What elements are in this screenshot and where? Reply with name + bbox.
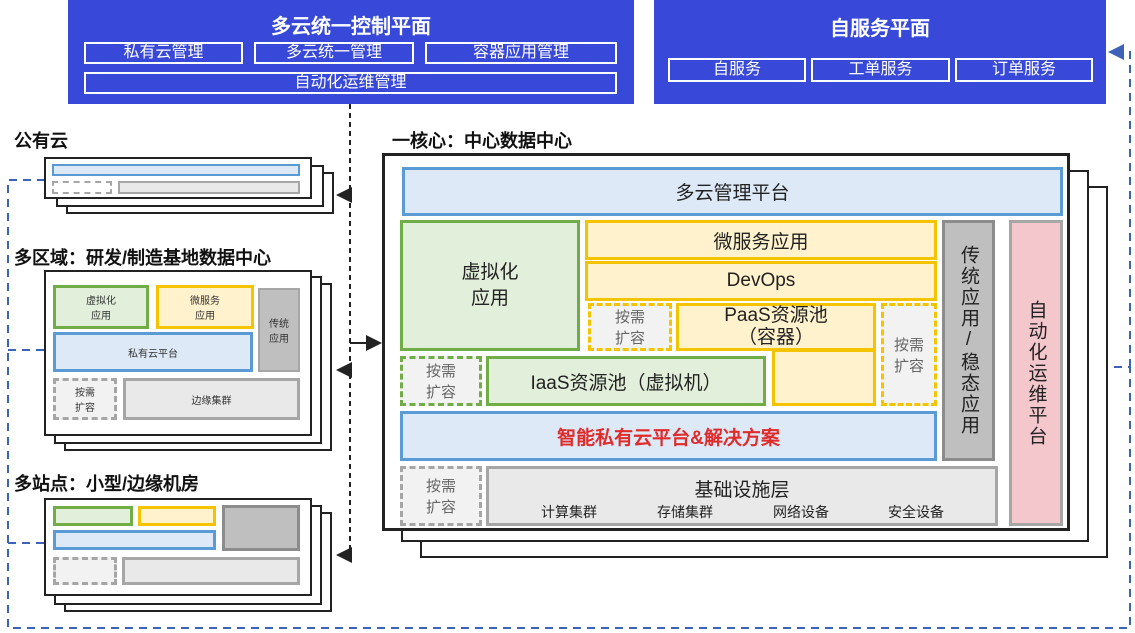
core-virtualization-label: 虚拟化 应用 [461, 261, 519, 309]
multi-site-stack [44, 498, 312, 596]
ms-grey-bar [122, 557, 300, 585]
public-cloud-stack [44, 157, 312, 199]
ms-blue-box [53, 530, 216, 550]
core-paas-lower-box [772, 349, 876, 406]
mr-scale-box: 按需 扩容 [53, 378, 117, 420]
core-scale-right-box: 按需 扩容 [881, 303, 937, 406]
core-frame: 多云管理平台 虚拟化 应用 微服务应用 DevOps 按需 扩容 PaaS资源池… [382, 153, 1070, 531]
core-scale-left-box: 按需 扩容 [588, 303, 672, 351]
mr-edge-cluster-box: 边缘集群 [123, 378, 300, 420]
core-label: 一核心：中心数据中心 [392, 131, 572, 151]
private-cloud-mgmt-button[interactable]: 私有云管理 [84, 42, 243, 64]
core-infra-storage: 存储集群 [657, 504, 713, 520]
mr-scale-label: 按需 扩容 [75, 388, 95, 414]
core-infra-box: 基础设施层 计算集群 存储集群 网络设备 安全设备 [486, 466, 998, 526]
mr-traditional-label: 传统 应用 [269, 319, 289, 345]
core-aiops-box: 自动化运维平台 [1009, 220, 1063, 526]
mr-private-cloud-box: 私有云平台 [53, 332, 253, 372]
core-devops-box: DevOps [585, 261, 937, 301]
core-smart-cloud-box: 智能私有云平台&解决方案 [400, 411, 937, 461]
core-infra-security: 安全设备 [888, 504, 944, 520]
core-virtualization-box: 虚拟化 应用 [400, 220, 580, 351]
core-paas-label: PaaS资源池 （容器） [724, 305, 828, 348]
core-paas-box: PaaS资源池 （容器） [676, 303, 876, 351]
core-scale-iaas-box: 按需 扩容 [400, 356, 482, 406]
order-service-button[interactable]: 订单服务 [955, 58, 1093, 82]
self-service-button[interactable]: 自服务 [668, 58, 806, 82]
self-service-panel: 自服务平面 自服务 工单服务 订单服务 [654, 0, 1106, 104]
ms-grey-box [222, 505, 300, 551]
core-scale-infra-box: 按需 扩容 [400, 466, 482, 526]
multi-site-label: 多站点：小型/边缘机房 [14, 474, 199, 494]
mr-traditional-box: 传统 应用 [258, 288, 300, 372]
core-aiops-label: 自动化运维平台 [1025, 299, 1047, 447]
pc-blue-bar [52, 164, 300, 176]
core-traditional-label: 传统应用/稳态应用 [958, 245, 979, 436]
core-infra-network: 网络设备 [773, 504, 829, 520]
multi-region-label: 多区域：研发/制造基地数据中心 [14, 248, 271, 268]
core-iaas-box: IaaS资源池（虚拟机） [486, 356, 766, 406]
core-traditional-box: 传统应用/稳态应用 [942, 220, 995, 461]
core-scale-iaas-label: 按需 扩容 [425, 363, 456, 401]
mr-edge-cluster-label: 边缘集群 [191, 395, 232, 407]
core-multicloud-platform-label: 多云管理平台 [675, 183, 790, 204]
automated-ops-mgmt-button[interactable]: 自动化运维管理 [84, 72, 617, 94]
mr-virtualization-label: 虚拟化 应用 [86, 296, 116, 322]
core-smart-cloud-label: 智能私有云平台&解决方案 [557, 427, 780, 449]
self-service-title: 自服务平面 [830, 18, 930, 40]
multi-region-stack: 虚拟化 应用 微服务 应用 传统 应用 私有云平台 按需 扩容 边缘集群 [44, 270, 312, 436]
pc-scale-box [52, 181, 112, 194]
core-scale-right-label: 按需 扩容 [893, 336, 924, 375]
core-multicloud-platform: 多云管理平台 [402, 167, 1063, 216]
ticket-service-button[interactable]: 工单服务 [811, 58, 950, 82]
core-scale-infra-label: 按需 扩容 [425, 478, 456, 516]
core-infra-compute: 计算集群 [541, 504, 597, 520]
ms-scale-box [53, 557, 117, 585]
core-infra-title: 基础设施层 [694, 480, 790, 501]
multicloud-mgmt-button[interactable]: 多云统一管理 [254, 42, 414, 64]
container-app-mgmt-button[interactable]: 容器应用管理 [425, 42, 617, 64]
public-cloud-label: 公有云 [14, 131, 68, 151]
ms-green-box [53, 506, 133, 526]
core-scale-left-label: 按需 扩容 [614, 309, 645, 347]
core-iaas-label: IaaS资源池（虚拟机） [530, 372, 722, 394]
control-plane-title: 多云统一控制平面 [271, 16, 431, 38]
mr-microservice-label: 微服务 应用 [190, 296, 220, 322]
control-plane-panel: 多云统一控制平面 私有云管理 多云统一管理 容器应用管理 自动化运维管理 [68, 0, 634, 104]
mr-microservice-box: 微服务 应用 [156, 285, 254, 329]
mr-virtualization-box: 虚拟化 应用 [53, 285, 149, 329]
pc-grey-bar [118, 181, 300, 194]
ms-yellow-box [138, 506, 216, 526]
core-microservice-box: 微服务应用 [585, 220, 937, 260]
core-microservice-label: 微服务应用 [713, 231, 809, 253]
mr-private-cloud-label: 私有云平台 [128, 348, 178, 360]
core-devops-label: DevOps [726, 270, 796, 291]
